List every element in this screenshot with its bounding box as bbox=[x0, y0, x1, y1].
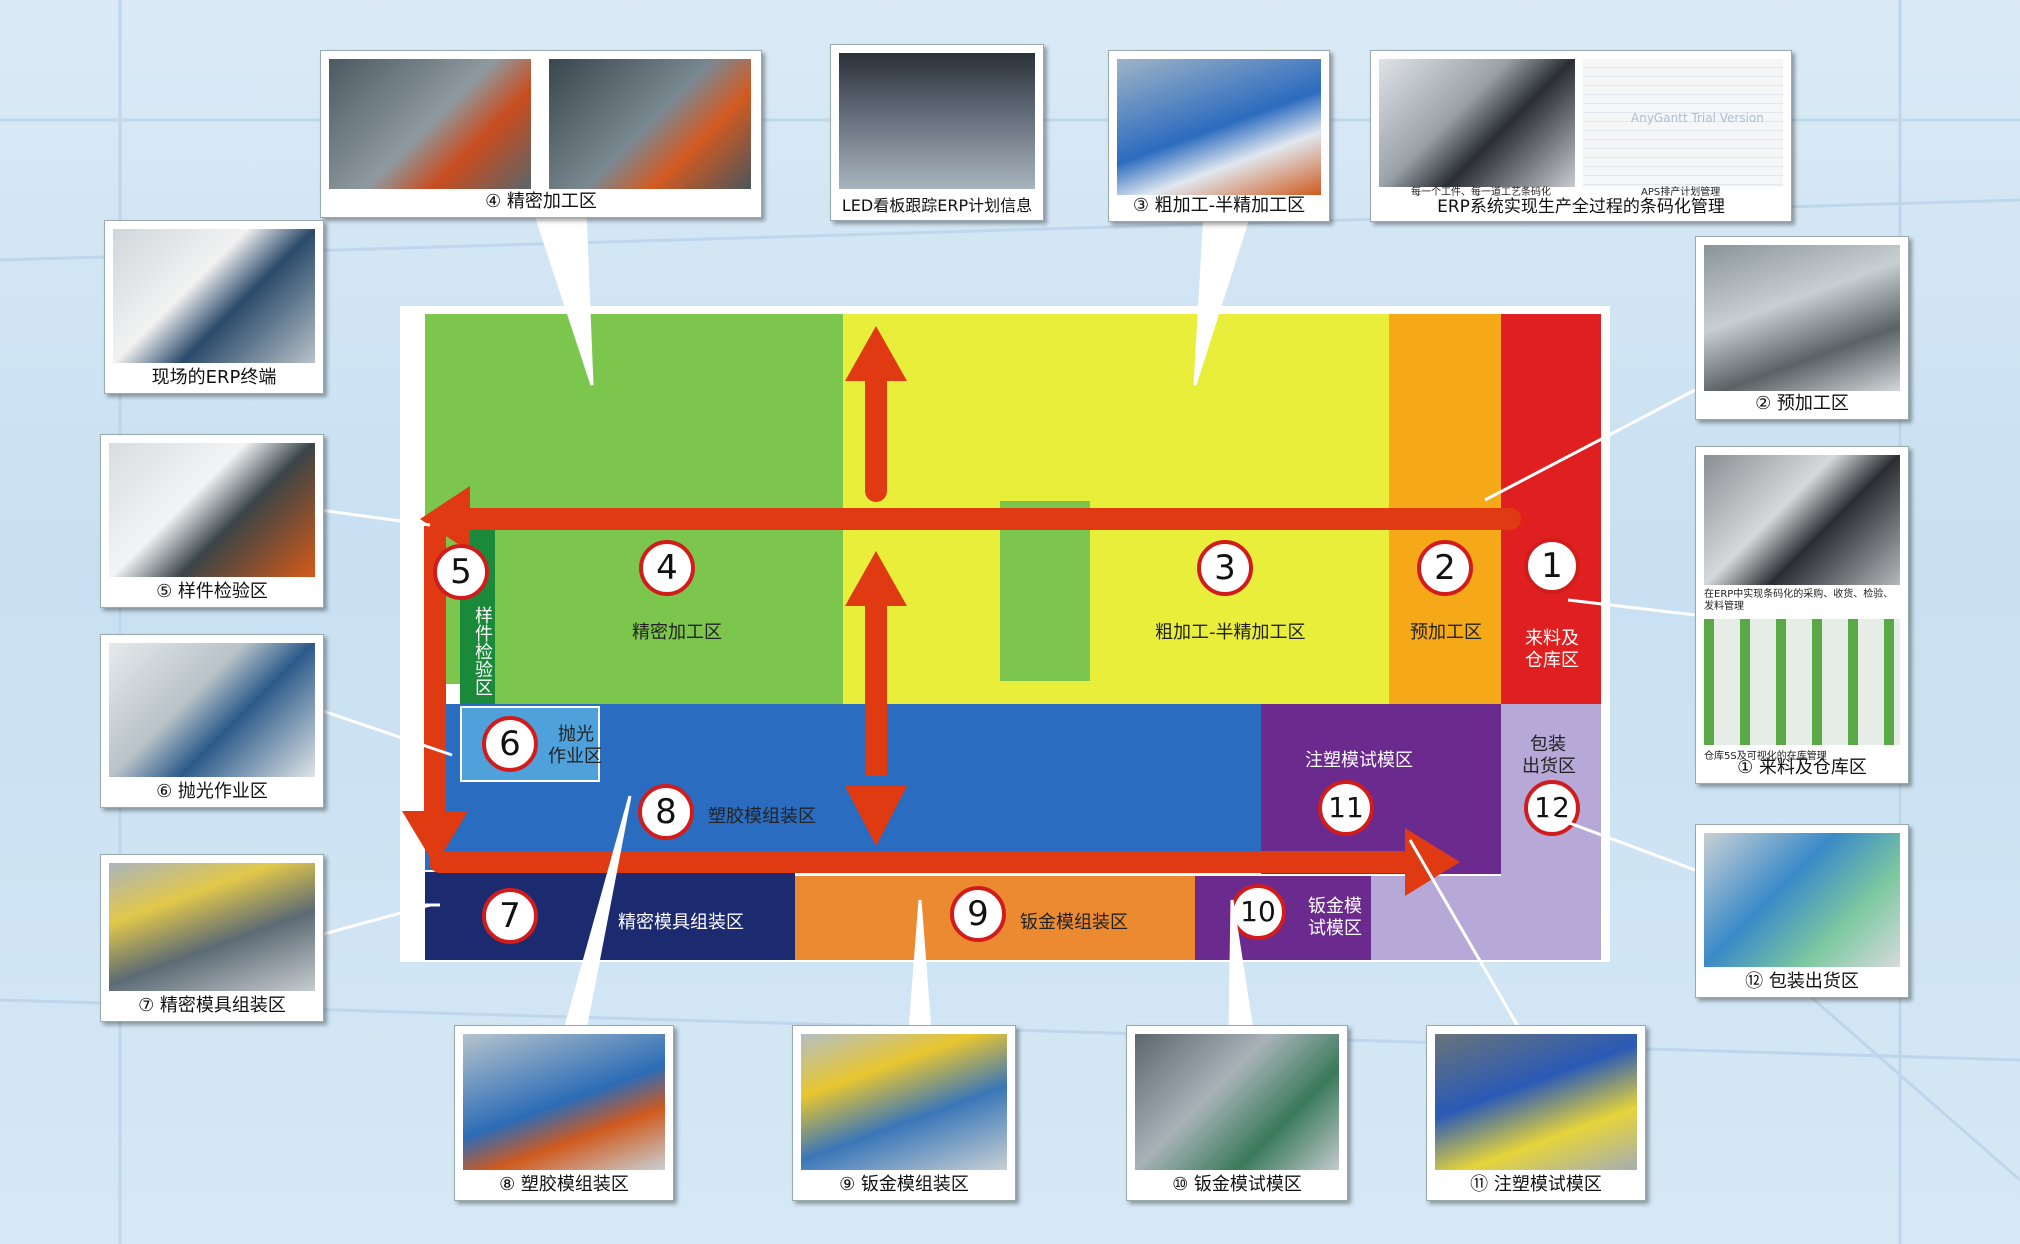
zone-8-label: 塑胶模组装区 bbox=[708, 806, 816, 827]
zone-1-label-line1: 来料及 bbox=[1525, 628, 1579, 649]
zone-3-label: 粗加工-半精加工区 bbox=[1155, 622, 1306, 643]
erp-watermark: AnyGantt Trial Version bbox=[1631, 111, 1764, 125]
material-sub-top: 在ERP中实现条码化的采购、收货、检验、发料管理 bbox=[1704, 589, 1894, 612]
zone-9-label: 钣金模组装区 bbox=[1020, 912, 1128, 933]
photo-caption: ② 预加工区 bbox=[1755, 393, 1849, 414]
floor-plan: 1 来料及 仓库区 2 预加工区 3 粗加工-半精加工区 4 精密加工区 5 样… bbox=[400, 306, 1610, 962]
photo-packing-shipping[interactable]: ⑫ 包装出货区 bbox=[1695, 824, 1909, 998]
photo-image bbox=[109, 863, 315, 991]
zone-9-badge: 9 bbox=[950, 886, 1006, 942]
zone-11-label: 注塑模试模区 bbox=[1305, 750, 1413, 771]
zone-11-badge: 11 bbox=[1318, 780, 1374, 836]
photo-caption: LED看板跟踪ERP计划信息 bbox=[841, 196, 1033, 215]
photo-precision-mold-assembly[interactable]: ⑦ 精密模具组装区 bbox=[100, 854, 324, 1022]
zone-12-label-line2: 出货区 bbox=[1522, 756, 1576, 777]
photo-image bbox=[109, 643, 315, 777]
photo-caption: ⑪ 注塑模试模区 bbox=[1470, 1174, 1602, 1195]
photo-image bbox=[1135, 1034, 1339, 1170]
zone-3-inner-green bbox=[1000, 501, 1090, 681]
photo-caption: ⑦ 精密模具组装区 bbox=[138, 995, 286, 1016]
photo-led-board[interactable]: LED看板跟踪ERP计划信息 bbox=[830, 44, 1044, 221]
zone-2-badge: 2 bbox=[1417, 540, 1473, 596]
photo-image bbox=[1435, 1034, 1637, 1170]
photo-caption: 现场的ERP终端 bbox=[151, 367, 277, 388]
photo-erp-barcode[interactable]: AnyGantt Trial Version 每一个工件、每一道工艺条码化 AP… bbox=[1370, 50, 1792, 222]
photo-caption: ⑫ 包装出货区 bbox=[1745, 971, 1859, 992]
zone-10-label-line1: 钣金模 bbox=[1308, 896, 1362, 917]
photo-injection-test[interactable]: ⑪ 注塑模试模区 bbox=[1426, 1025, 1646, 1201]
zone-4-badge: 4 bbox=[639, 540, 695, 596]
photo-image bbox=[801, 1034, 1007, 1170]
zone-5-badge: 5 bbox=[433, 544, 489, 600]
zone-7-label: 精密模具组装区 bbox=[618, 912, 744, 933]
zone-10-badge: 10 bbox=[1230, 884, 1286, 940]
photo-image bbox=[1117, 59, 1321, 195]
photo-image bbox=[549, 59, 751, 189]
zone-10-label-line2: 试模区 bbox=[1308, 918, 1362, 939]
zone-4-label: 精密加工区 bbox=[632, 622, 722, 643]
photo-caption: ① 来料及仓库区 bbox=[1737, 757, 1867, 778]
zone-1-label-line2: 仓库区 bbox=[1525, 650, 1579, 671]
zone-7-badge: 7 bbox=[482, 888, 538, 944]
photo-caption: ⑨ 钣金模组装区 bbox=[839, 1174, 969, 1195]
zone-6-label-line2: 作业区 bbox=[548, 746, 602, 767]
zone-8-badge: 8 bbox=[638, 784, 694, 840]
zone-5-label: 样件检验区 bbox=[472, 606, 493, 696]
photo-image bbox=[1704, 833, 1900, 967]
photo-image bbox=[1704, 245, 1900, 391]
zone-3-badge: 3 bbox=[1197, 540, 1253, 596]
photo-polishing[interactable]: ⑥ 抛光作业区 bbox=[100, 634, 324, 808]
photo-caption: ERP系统实现生产全过程的条码化管理 bbox=[1437, 197, 1725, 217]
photo-plastic-mold-assembly[interactable]: ⑧ 塑胶模组装区 bbox=[454, 1025, 674, 1201]
photo-sample-inspection[interactable]: ⑤ 样件检验区 bbox=[100, 434, 324, 608]
zone-6-label-line1: 抛光 bbox=[558, 724, 594, 745]
zone-12-badge: 12 bbox=[1524, 780, 1580, 836]
material-sub-bottom: 仓库5S及可视化的在库管理 bbox=[1704, 751, 1827, 762]
photo-sheet-metal-test[interactable]: ⑩ 钣金模试模区 bbox=[1126, 1025, 1348, 1201]
photo-caption: ⑤ 样件检验区 bbox=[156, 581, 268, 602]
photo-caption: ⑥ 抛光作业区 bbox=[156, 781, 268, 802]
erp-sub-left: 每一个工件、每一道工艺条码化 bbox=[1411, 187, 1551, 198]
zone-2-label: 预加工区 bbox=[1410, 622, 1482, 643]
photo-sheet-metal-assembly[interactable]: ⑨ 钣金模组装区 bbox=[792, 1025, 1016, 1201]
zone-12-label-line1: 包装 bbox=[1530, 734, 1566, 755]
erp-sub-right: APS排产计划管理 bbox=[1641, 187, 1721, 198]
zone-1-material-warehouse[interactable] bbox=[1501, 314, 1601, 704]
photo-pre-machining[interactable]: ② 预加工区 bbox=[1695, 236, 1909, 420]
photo-image bbox=[463, 1034, 665, 1170]
photo-caption: ⑩ 钣金模试模区 bbox=[1172, 1174, 1302, 1195]
photo-image bbox=[1704, 455, 1900, 585]
photo-caption: ③ 粗加工-半精加工区 bbox=[1132, 195, 1306, 216]
zone-6-badge: 6 bbox=[482, 716, 538, 772]
photo-rough-machining[interactable]: ③ 粗加工-半精加工区 bbox=[1108, 50, 1330, 222]
photo-caption: ⑧ 塑胶模组装区 bbox=[499, 1174, 629, 1195]
photo-image bbox=[109, 443, 315, 577]
photo-image bbox=[839, 53, 1035, 189]
photo-precision-machining[interactable]: ④ 精密加工区 bbox=[320, 50, 762, 218]
photo-image bbox=[1379, 59, 1575, 187]
photo-erp-terminal[interactable]: 现场的ERP终端 bbox=[104, 220, 324, 394]
photo-image bbox=[1583, 59, 1783, 187]
photo-image bbox=[113, 229, 315, 363]
zone-1-badge: 1 bbox=[1524, 538, 1580, 594]
photo-material-warehouse[interactable]: 在ERP中实现条码化的采购、收货、检验、发料管理 仓库5S及可视化的在库管理 ①… bbox=[1695, 446, 1909, 784]
photo-image bbox=[1704, 619, 1900, 745]
photo-image bbox=[329, 59, 531, 189]
photo-caption: ④ 精密加工区 bbox=[485, 191, 597, 212]
